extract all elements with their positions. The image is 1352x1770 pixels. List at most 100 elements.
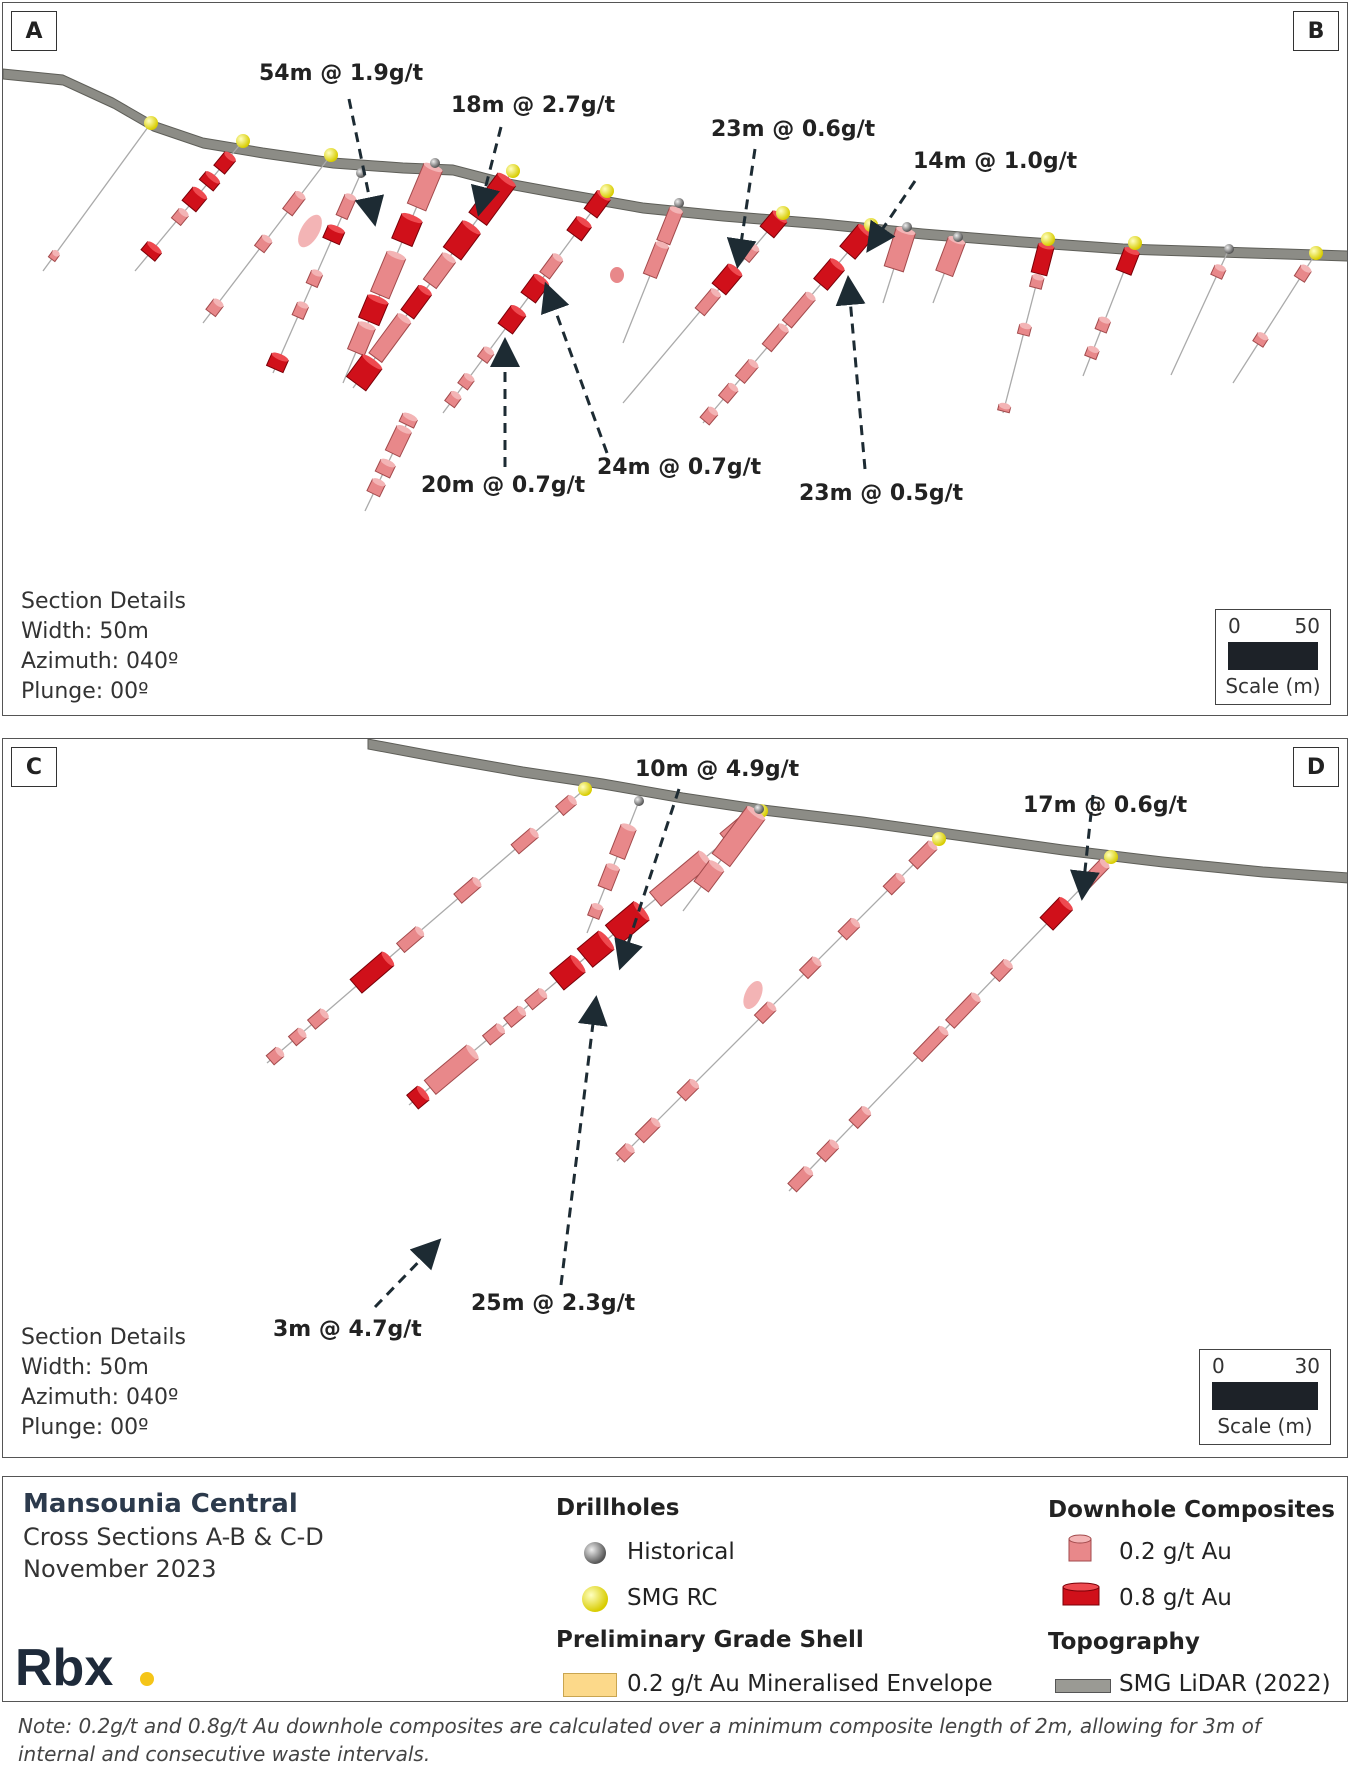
grade-shell-swatch	[563, 1673, 617, 1697]
composite-0.2-gt	[944, 992, 981, 1029]
composite-0.2-gt	[634, 1117, 661, 1144]
composite-0.2-gt	[369, 250, 407, 300]
composite-0.8-gt	[566, 216, 592, 242]
composite-0.2-gt	[882, 872, 906, 896]
composite-0.2-gt	[699, 406, 719, 426]
scale-bar: 0 50 Scale (m)	[1215, 609, 1331, 705]
smg-rc-collar-icon	[582, 1586, 608, 1612]
composite-0.2-gt	[997, 402, 1012, 414]
intercept-annotation: 25m @ 2.3g/t	[471, 1291, 636, 1316]
composite-0.2-gt	[384, 425, 412, 458]
figure-date: November 2023	[23, 1555, 217, 1583]
section-a-b-panel: A B 54m @ 1.9g/t 18m @ 2.7g/t 23m @ 0.6g…	[2, 2, 1348, 716]
composite-0.8-gt	[549, 954, 586, 991]
drillhole-trace	[616, 838, 940, 1162]
scale-bar-fill	[1212, 1382, 1318, 1410]
composite-0.2-gt	[453, 876, 482, 904]
composite-0.2-gt	[761, 323, 789, 353]
section-azimuth: Azimuth: 040º	[21, 1385, 179, 1410]
intercept-annotation: 23m @ 0.6g/t	[711, 117, 876, 142]
scale-bar: 0 30 Scale (m)	[1199, 1349, 1331, 1445]
smg-rc-collar	[236, 134, 250, 148]
composite-0.8-gt	[400, 284, 433, 320]
composite-0.2-gt	[642, 241, 670, 280]
composite-0.2-gt	[1210, 264, 1227, 280]
smg-rc-collar	[864, 218, 878, 232]
composite-0.2-gt	[282, 190, 306, 217]
composite-0.8-gt	[1039, 896, 1074, 931]
intercept-annotation: 24m @ 0.7g/t	[597, 455, 762, 480]
scale-max: 50	[1294, 614, 1320, 638]
historical-collar	[754, 804, 764, 814]
composite-0.2-gt	[524, 987, 548, 1011]
composite-0.2-gt	[781, 291, 816, 329]
annotation-leader-arrow	[866, 180, 917, 253]
scale-min: 0	[1212, 1354, 1225, 1378]
historical-collar	[1224, 244, 1234, 254]
composite-0.2-gt	[476, 346, 495, 364]
composite-0.2-gt	[510, 827, 539, 855]
footnote: Note: 0.2g/t and 0.8g/t Au downhole comp…	[18, 1714, 1261, 1766]
section-details-heading: Section Details	[21, 1325, 186, 1350]
composite-0.2-gt	[374, 458, 396, 479]
composite-0.2-gt	[366, 478, 386, 498]
composite-0.2-gt	[539, 253, 564, 280]
composite-0.2-gt	[335, 193, 357, 221]
composite-0.2-gt	[694, 288, 722, 317]
composite-0.2-gt	[554, 794, 577, 817]
composite-0.8-gt	[576, 930, 615, 968]
composite-0.2-gt	[47, 249, 60, 263]
legend-historical: Historical	[627, 1539, 735, 1565]
composite-0.2-gt	[368, 313, 412, 364]
historical-collar	[953, 232, 963, 242]
composite-high-icon	[1062, 1582, 1100, 1606]
composite-0.8-gt	[1030, 242, 1055, 277]
composite-0.2-gt	[444, 390, 462, 409]
composite-0.2-gt	[912, 1025, 949, 1063]
composite-0.2-gt	[1028, 274, 1045, 290]
smg-rc-collar	[776, 206, 790, 220]
section-details-heading: Section Details	[21, 589, 186, 614]
smg-rc-collar	[324, 148, 338, 162]
composite-0.2-gt	[423, 1044, 479, 1095]
legend-panel: Mansounia Central Cross Sections A-B & C…	[2, 1476, 1348, 1702]
historical-collar-icon	[584, 1542, 606, 1564]
composite-0.8-gt	[813, 258, 845, 291]
composite-0.8-gt	[213, 151, 237, 175]
smg-rc-collar	[1041, 232, 1055, 246]
smg-rc-collar	[1128, 236, 1142, 250]
annotation-leader-arrow	[726, 148, 757, 269]
section-width: Width: 50m	[21, 619, 149, 644]
svg-text:Rbx: Rbx	[15, 1639, 113, 1695]
scale-min: 0	[1228, 614, 1241, 638]
composite-0.2-gt	[503, 1005, 527, 1028]
composite-0.2-gt	[837, 917, 861, 941]
composite-0.2-gt	[305, 269, 324, 289]
composite-0.2-gt	[798, 956, 822, 980]
smg-rc-collar	[144, 116, 158, 130]
section-plunge: Plunge: 00º	[21, 679, 149, 704]
composite-0.2-gt	[734, 359, 759, 385]
legend-composite-low: 0.2 g/t Au	[1119, 1539, 1232, 1565]
composite-0.2-gt	[1252, 332, 1269, 348]
scale-max: 30	[1294, 1354, 1320, 1378]
historical-collar	[902, 222, 912, 232]
composite-0.2-gt	[422, 252, 457, 290]
smg-rc-collar	[578, 782, 592, 796]
legend-smg-rc: SMG RC	[627, 1585, 718, 1611]
drillhole-trace	[42, 122, 152, 272]
composite-0.2-gt	[395, 926, 425, 954]
annotation-leader-arrow	[470, 126, 503, 217]
section-plunge: Plunge: 00º	[21, 1415, 149, 1440]
intercept-annotation: 10m @ 4.9g/t	[635, 757, 800, 782]
section-details: Section Details Width: 50m Azimuth: 040º…	[21, 1323, 186, 1443]
composite-0.8-gt	[406, 1085, 430, 1110]
composite-0.8-gt	[357, 294, 389, 327]
annotation-leader-arrow	[373, 1238, 442, 1309]
composite-0.2-gt	[908, 840, 938, 870]
composite-0.2-gt	[398, 412, 418, 429]
grade-shell-heading: Preliminary Grade Shell	[556, 1627, 864, 1653]
composite-0.2-gt	[481, 1023, 506, 1046]
section-width: Width: 50m	[21, 1355, 149, 1380]
section-end-label: D	[1293, 747, 1339, 787]
